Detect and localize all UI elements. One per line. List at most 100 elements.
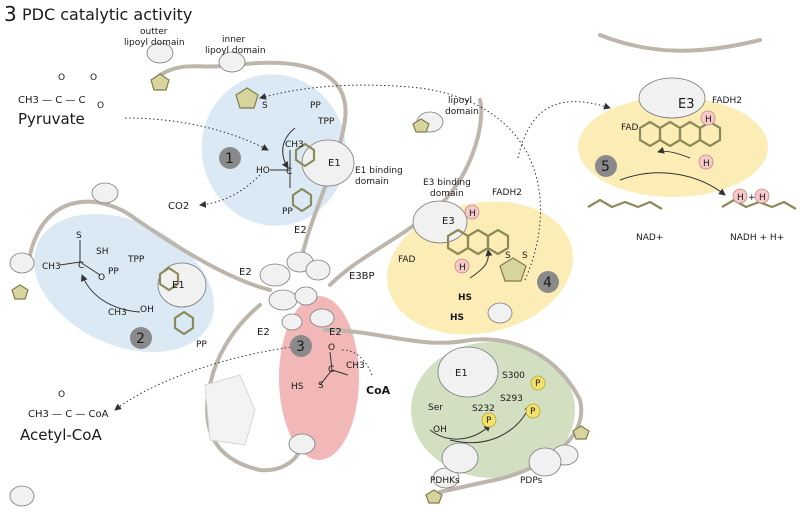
label-e1-binding-2: domain <box>355 177 389 187</box>
figure-title: PDC catalytic activity <box>22 5 192 24</box>
label-c-step2: C <box>78 261 84 271</box>
label-s293: S293 <box>500 394 523 404</box>
label-ch3-step2b: CH3 <box>108 308 127 318</box>
label-pp-top: PP <box>310 101 321 111</box>
acetyl-thioester-bonds <box>59 240 101 276</box>
label-h-right-2: H <box>703 159 710 169</box>
label-fad-left: FAD <box>398 255 416 265</box>
label-c-top: C <box>286 167 292 177</box>
label-h-left-1: H <box>469 209 476 219</box>
pdp-protein <box>528 447 562 477</box>
label-s-step4-1: S <box>505 251 511 261</box>
e1-protein-step2 <box>157 262 207 336</box>
label-e2-bottom-left: E2 <box>257 327 270 338</box>
pdhk-protein <box>441 442 479 474</box>
label-ho-top: HO <box>256 166 270 176</box>
label-ch3-step2: CH3 <box>42 262 61 272</box>
label-hs-step4-2: HS <box>450 313 464 323</box>
label-co2: CO2 <box>168 201 189 212</box>
label-e2-left: E2 <box>239 267 252 278</box>
label-pp-step2: PP <box>108 267 119 277</box>
arrow-co2-release <box>199 174 261 208</box>
label-e3-binding: E3 binding <box>423 178 471 188</box>
label-s-top: S <box>262 101 268 111</box>
label-e1-step2: E1 <box>172 280 185 291</box>
label-e2-top: E2 <box>294 225 307 236</box>
label-e3-left: E3 <box>442 216 455 227</box>
arrow-step4-to-step5 <box>517 101 611 159</box>
label-e3-right: E3 <box>678 97 695 112</box>
label-pyruvate: Pyruvate <box>18 110 85 128</box>
label-h-nadh-1: H <box>737 193 744 203</box>
label-plus-nadh: + <box>748 193 756 203</box>
label-e1-regulation: E1 <box>455 368 468 379</box>
label-fad-right: FAD <box>621 123 639 133</box>
region-step5 <box>578 97 768 197</box>
label-e1-top: E1 <box>328 158 341 169</box>
label-tpp-top: TPP <box>317 117 335 127</box>
label-s-step2: S <box>76 231 82 241</box>
label-h-right-1: H <box>705 115 712 125</box>
label-oh-ser: OH <box>433 425 447 435</box>
step-number-1: 1 <box>225 151 234 167</box>
label-outer-lipoyl-2: lipoyl domain <box>124 38 185 48</box>
label-pdps: PDPs <box>520 476 543 486</box>
label-ch3-top: CH3 <box>285 140 304 150</box>
label-e2-bottom-right: E2 <box>329 327 342 338</box>
arrow-step2-curve <box>80 274 141 313</box>
e2-chain-outer <box>598 33 762 53</box>
e1-protein-regulation <box>437 346 499 398</box>
step-number-2: 2 <box>136 331 145 347</box>
pyruvate-oxygen-3: O <box>97 101 104 111</box>
label-lipoyl-domain-2: domain <box>445 107 479 117</box>
label-fadh2-left: FADH2 <box>492 188 522 198</box>
label-acetyl-coa: Acetyl-CoA <box>20 426 102 444</box>
nad-molecule <box>587 198 663 210</box>
label-lipoyl-domain: lipoyl <box>448 96 472 106</box>
step-badge-1 <box>219 147 241 169</box>
step-badge-4 <box>537 271 559 293</box>
pyruvate-formula: CH3 — C — C <box>18 95 86 106</box>
label-inner-lipoyl-2: lipoyl domain <box>205 46 266 56</box>
label-hs-step4-1: HS <box>458 293 472 303</box>
label-sh-step2: SH <box>96 247 108 257</box>
region-step4 <box>387 201 573 335</box>
label-pp-step2-2: PP <box>196 340 207 350</box>
e2-chain-left <box>28 199 272 292</box>
acetyl-coa-oxygen: O <box>58 390 65 400</box>
arrow-step1-curve <box>281 127 296 169</box>
e1-protein-top <box>291 139 355 213</box>
label-s300: S300 <box>502 371 525 381</box>
label-s-step3: S <box>318 381 324 391</box>
lipoyl-rings <box>11 73 590 504</box>
arrow-ser-curve <box>429 424 491 440</box>
step-badge-3 <box>290 335 312 357</box>
e3-protein-right <box>638 77 706 119</box>
arrow-step4-curve <box>469 249 493 279</box>
label-hs-step3: HS <box>291 382 304 392</box>
label-tpp-step2: TPP <box>127 255 145 265</box>
step-number-5: 5 <box>601 159 610 175</box>
label-ser: Ser <box>428 403 443 413</box>
label-h-left-2: H <box>459 263 466 273</box>
arrow-step5-return <box>657 146 691 159</box>
arrow-acetyl-coa-release <box>114 344 311 411</box>
step-badge-5 <box>595 155 617 177</box>
label-p-1: P <box>535 379 541 389</box>
label-p-3: P <box>486 416 492 426</box>
label-pdhks: PDHKs <box>430 476 460 486</box>
step-number-3: 3 <box>296 339 305 355</box>
label-e1-binding: E1 binding <box>355 166 403 176</box>
region-step2 <box>34 213 214 353</box>
fad-ring-left <box>446 228 510 256</box>
label-p-2: P <box>530 407 536 417</box>
e2-chain-bottom-right <box>323 328 584 494</box>
label-coa: CoA <box>366 384 391 397</box>
label-e3-binding-2: domain <box>430 189 464 199</box>
label-ch3-step3: CH3 <box>346 361 365 371</box>
hydrogen-markers <box>454 110 770 274</box>
label-e3bp: E3BP <box>349 271 375 282</box>
region-step1 <box>201 74 347 226</box>
label-s-step4-2: S <box>522 251 528 261</box>
